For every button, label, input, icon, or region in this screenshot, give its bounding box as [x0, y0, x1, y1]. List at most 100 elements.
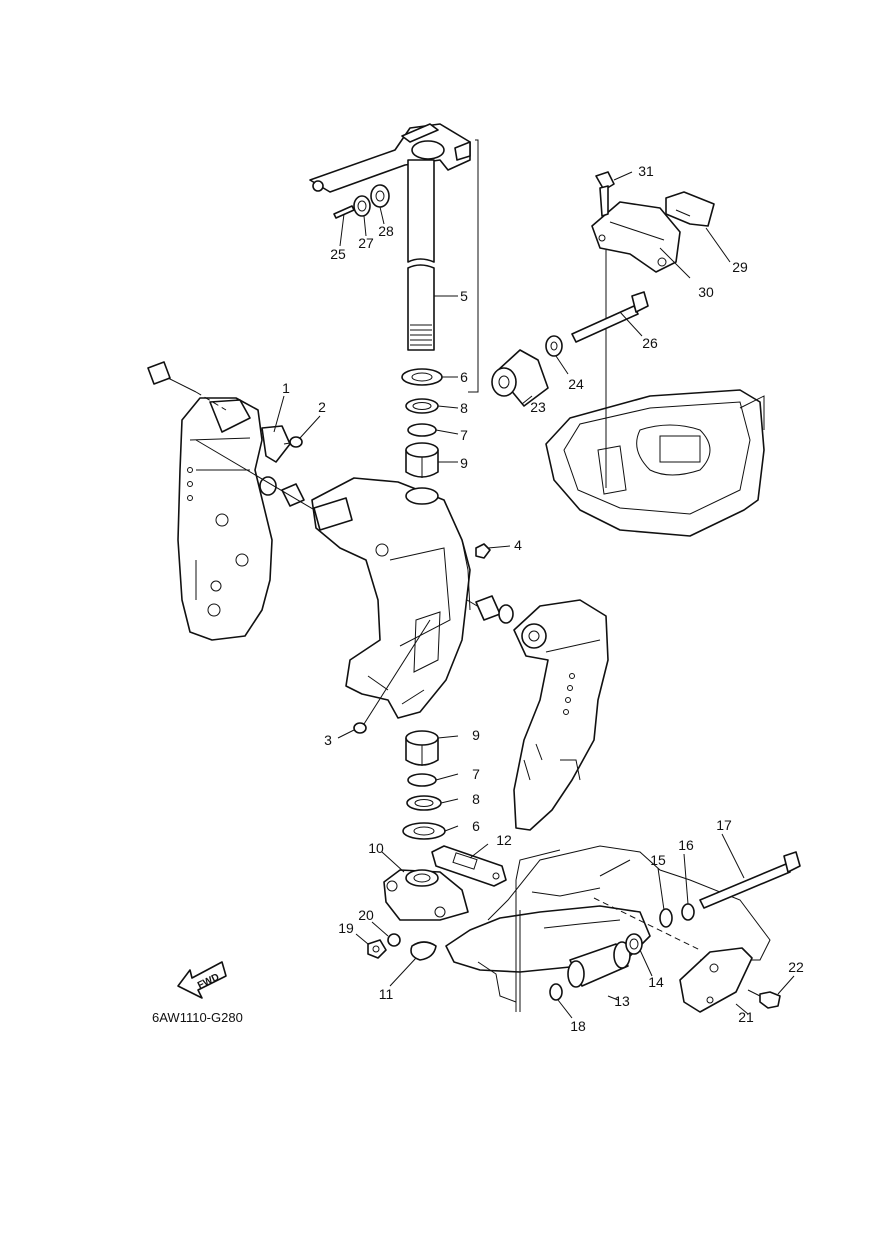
callout-25: 25	[330, 246, 346, 262]
steering-arm	[309, 123, 471, 193]
callout-2: 2	[318, 399, 326, 415]
leader-3	[337, 729, 355, 739]
leader-14	[639, 949, 653, 977]
sensor-bracket-1	[261, 425, 291, 463]
leader-7b	[435, 773, 459, 781]
callout-16: 16	[678, 837, 694, 853]
callout-7-lower: 7	[472, 766, 480, 782]
callout-17: 17	[716, 817, 732, 833]
leader-6b	[444, 825, 459, 832]
swivel-edge	[461, 539, 471, 611]
left-clamp-bracket	[177, 397, 273, 641]
leader-25	[339, 213, 345, 247]
bolt-26	[571, 291, 649, 343]
washer-18	[549, 983, 563, 1001]
leader-16	[683, 853, 689, 905]
callout-7-upper: 7	[460, 427, 468, 443]
o-ring-7-lower	[407, 773, 437, 787]
callout-3: 3	[324, 732, 332, 748]
callout-29: 29	[732, 259, 748, 275]
washer-right	[498, 604, 514, 624]
leader-21	[735, 1003, 749, 1015]
bolt-31	[595, 171, 615, 217]
leader-26	[619, 311, 643, 337]
callout-8-lower: 8	[472, 791, 480, 807]
leader-13	[607, 995, 619, 1001]
bushing-right	[475, 595, 501, 621]
leader-31	[613, 171, 633, 181]
callout-31: 31	[638, 163, 654, 179]
leader-8a	[437, 405, 459, 409]
callout-6-lower: 6	[472, 818, 480, 834]
callout-19: 19	[338, 920, 354, 936]
o-ring-7-upper	[407, 423, 437, 437]
washer-15	[659, 908, 673, 928]
leader-19	[355, 933, 369, 945]
leader-4	[487, 545, 511, 549]
callout-27: 27	[358, 235, 374, 251]
callout-10: 10	[368, 840, 384, 856]
leader-24	[555, 355, 569, 375]
leader-11	[389, 957, 417, 987]
leader-1	[273, 395, 285, 433]
bolt-22	[747, 989, 781, 1009]
callout-6-upper: 6	[460, 369, 468, 385]
leader-20	[371, 921, 389, 937]
leader-9b	[437, 735, 459, 739]
callout-23: 23	[530, 399, 546, 415]
callout-9-upper: 9	[460, 455, 468, 471]
mount-bracket-30	[591, 201, 681, 273]
callout-11: 11	[379, 986, 394, 1002]
callout-12: 12	[496, 832, 512, 848]
leader-10	[381, 851, 405, 873]
circlip-11	[410, 941, 437, 961]
right-clamp-bracket	[513, 599, 609, 831]
bushing-9-upper	[405, 442, 439, 478]
callout-9-lower: 9	[472, 727, 480, 743]
leader-2	[299, 415, 321, 439]
callout-1: 1	[282, 380, 290, 396]
washer-8-upper	[405, 398, 439, 414]
callout-13: 13	[614, 993, 630, 1009]
steering-shaft	[407, 159, 435, 351]
callout-5: 5	[460, 288, 468, 304]
lower-mount-bracket-10	[383, 869, 469, 921]
callout-18: 18	[570, 1018, 586, 1034]
callout-8-upper: 8	[460, 400, 468, 416]
cover-29	[665, 191, 715, 227]
nut-27	[353, 195, 371, 217]
leader-8b	[440, 798, 459, 804]
leader-29	[705, 227, 731, 263]
cover-21	[679, 947, 753, 1013]
leader-7a	[435, 429, 459, 435]
leader-17	[721, 833, 745, 879]
rubber-mount-23	[491, 349, 549, 407]
washer-16	[681, 903, 695, 921]
callout-26: 26	[642, 335, 658, 351]
callout-14: 14	[648, 974, 664, 990]
leader-15	[657, 867, 665, 911]
washer-6-upper	[401, 368, 443, 386]
washer-8-lower	[406, 795, 442, 811]
leader-30	[659, 247, 691, 279]
callout-20: 20	[358, 907, 374, 923]
frame-line-upper	[468, 139, 479, 393]
washer-24	[545, 335, 563, 357]
nut-19	[367, 939, 387, 959]
callout-21: 21	[738, 1009, 754, 1025]
leader-23	[521, 395, 533, 405]
forward-arrow-icon: FWD	[177, 961, 227, 999]
rubber-mount-13	[567, 941, 631, 988]
leader-28	[379, 206, 385, 225]
washer-14	[625, 933, 643, 955]
engine-oil-pan	[545, 389, 765, 537]
screw-3	[353, 619, 431, 734]
callout-22: 22	[788, 959, 804, 975]
swivel-bracket	[311, 477, 471, 719]
leader-18	[557, 999, 573, 1019]
link-plate-12	[431, 845, 507, 887]
washer-28	[370, 184, 390, 208]
bushing-9-lower	[405, 730, 439, 766]
callout-15: 15	[650, 852, 666, 868]
